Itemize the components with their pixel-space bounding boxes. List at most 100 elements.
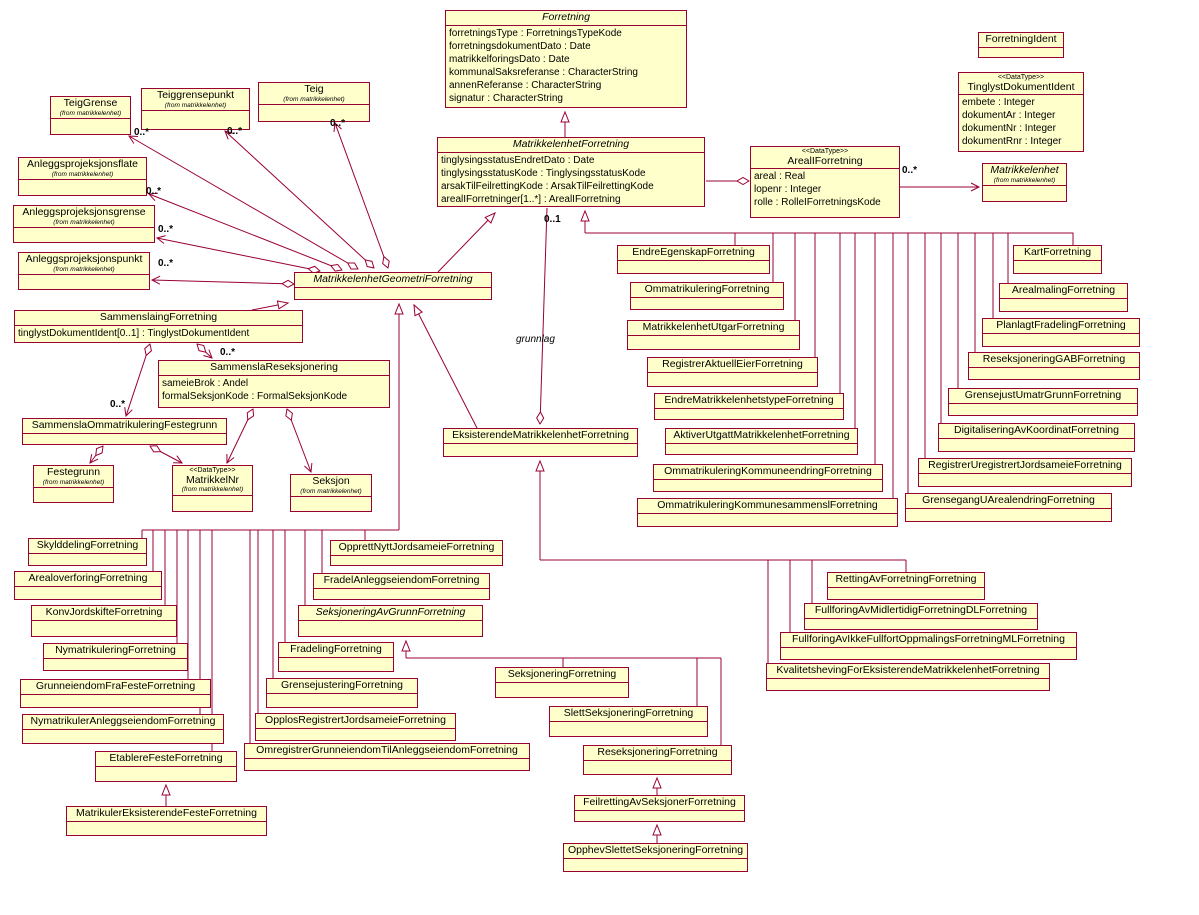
empty-compartment bbox=[14, 226, 154, 242]
attribute: matrikkelforingsDato : Date bbox=[449, 53, 570, 65]
class-name: TeigGrense bbox=[63, 97, 118, 109]
stereotype-label: <<DataType>> bbox=[801, 148, 849, 155]
class-name: Teig bbox=[304, 83, 324, 95]
class-title: OpphevSlettetSeksjoneringForretning bbox=[564, 844, 747, 858]
multiplicity-label: 0..* bbox=[158, 258, 174, 269]
empty-compartment bbox=[969, 366, 1139, 379]
empty-compartment bbox=[44, 657, 187, 670]
class-SammenslaOmmatrikuleringFestegrunn[interactable]: SammenslaOmmatrikuleringFestegrunn bbox=[22, 418, 227, 445]
class-title: Anleggsprojeksjonspunkt(from matrikkelen… bbox=[19, 253, 149, 274]
class-SeksjoneringForretning[interactable]: SeksjoneringForretning bbox=[495, 667, 629, 698]
class-name: MatrikkelenhetGeometriForretning bbox=[313, 273, 473, 285]
empty-compartment bbox=[256, 727, 455, 740]
class-name: ArealoverforingForretning bbox=[28, 572, 148, 584]
class-MatrikulerEksisterendeFesteForretning[interactable]: MatrikulerEksisterendeFesteForretning bbox=[66, 806, 267, 836]
class-RegistrerAktuellEierForretning[interactable]: RegistrerAktuellEierForretning bbox=[647, 357, 818, 387]
class-NymatrikuleringForretning[interactable]: NymatrikuleringForretning bbox=[43, 643, 188, 671]
class-RegistrerUregistrertJordsameieForretning[interactable]: RegistrerUregistrertJordsameieForretning bbox=[918, 458, 1132, 487]
class-DigitaliseringAvKoordinatForretning[interactable]: DigitaliseringAvKoordinatForretning bbox=[938, 423, 1135, 452]
class-AktiverUtgattMatrikkelenhetForretning[interactable]: AktiverUtgattMatrikkelenhetForretning bbox=[665, 428, 858, 455]
class-KonvJordskifteForretning[interactable]: KonvJordskifteForretning bbox=[31, 605, 177, 637]
class-Teiggrensepunkt[interactable]: Teiggrensepunkt(from matrikkelenhet) bbox=[141, 88, 250, 130]
class-name: EndreEgenskapForretning bbox=[632, 246, 755, 258]
class-Seksjon[interactable]: Seksjon(from matrikkelenhet) bbox=[290, 474, 372, 512]
class-OmregistrerGrunneiendomTilAnleggseiendomForretning[interactable]: OmregistrerGrunneiendomTilAnleggseiendom… bbox=[244, 743, 530, 771]
class-ArealmalingForretning[interactable]: ArealmalingForretning bbox=[999, 283, 1128, 312]
class-MatrikkelenhetUtgarForretning[interactable]: MatrikkelenhetUtgarForretning bbox=[627, 320, 800, 350]
class-name: PlanlagtFradelingForretning bbox=[996, 319, 1126, 331]
attribute: rolle : RolleIForretningsKode bbox=[754, 197, 881, 209]
class-TeigGrense[interactable]: TeigGrense(from matrikkelenhet) bbox=[50, 96, 131, 135]
class-name: Seksjon bbox=[312, 475, 350, 487]
empty-compartment bbox=[19, 178, 146, 195]
class-OmmatrikuleringForretning[interactable]: OmmatrikuleringForretning bbox=[630, 282, 784, 310]
multiplicity-label: 0..* bbox=[227, 126, 243, 137]
class-GrensejustUmatrGrunnForretning[interactable]: GrensejustUmatrGrunnForretning bbox=[948, 388, 1138, 416]
class-OpphevSlettetSeksjoneringForretning[interactable]: OpphevSlettetSeksjoneringForretning bbox=[563, 843, 748, 872]
class-Teig[interactable]: Teig(from matrikkelenhet) bbox=[258, 82, 370, 122]
class-name: RegistrerAktuellEierForretning bbox=[662, 358, 803, 370]
class-FradelingForretning[interactable]: FradelingForretning bbox=[278, 642, 394, 672]
class-Matrikkelenhet[interactable]: Matrikkelenhet(from matrikkelenhet) bbox=[982, 163, 1067, 202]
class-title: RegistrerAktuellEierForretning bbox=[648, 358, 817, 372]
agg-sammenslareseksjonering-matrikkelnr bbox=[227, 409, 253, 463]
class-RettingAvForretningForretning[interactable]: RettingAvForretningForretning bbox=[827, 572, 985, 600]
class-Anleggsprojeksjonsflate[interactable]: Anleggsprojeksjonsflate(from matrikkelen… bbox=[18, 157, 147, 196]
multiplicity-label: 0..* bbox=[158, 224, 174, 235]
class-SlettSeksjoneringForretning[interactable]: SlettSeksjoneringForretning bbox=[549, 706, 708, 737]
class-MatrikkelenhetGeometriForretning[interactable]: MatrikkelenhetGeometriForretning bbox=[294, 272, 492, 300]
attribute: dokumentNr : Integer bbox=[962, 123, 1056, 135]
stereotype-label: <<DataType>> bbox=[997, 74, 1045, 81]
class-GrensegangUArealendringForretning[interactable]: GrensegangUArealendringForretning bbox=[905, 493, 1112, 522]
class-EndreMatrikkelenhetstypeForretning[interactable]: EndreMatrikkelenhetstypeForretning bbox=[654, 393, 844, 420]
class-ArealoverforingForretning[interactable]: ArealoverforingForretning bbox=[14, 571, 162, 600]
class-title: ArealoverforingForretning bbox=[15, 572, 161, 586]
class-FradelAnleggseiendomForretning[interactable]: FradelAnleggseiendomForretning bbox=[313, 573, 490, 600]
class-GrensejusteringForretning[interactable]: GrensejusteringForretning bbox=[266, 678, 418, 708]
class-KvalitetshevingForEksisterendeMatrikkelenhetForretning[interactable]: KvalitetshevingForEksisterendeMatrikkele… bbox=[766, 663, 1050, 691]
empty-compartment bbox=[628, 334, 799, 349]
class-SkylddelingForretning[interactable]: SkylddelingForretning bbox=[28, 538, 147, 566]
agg-sammenslaommatrikulering-matrikkelnr bbox=[150, 446, 182, 463]
agg-mgf-teiggrensepunkt bbox=[225, 131, 374, 268]
class-KartForretning[interactable]: KartForretning bbox=[1013, 245, 1102, 274]
class-Anleggsprojeksjonspunkt[interactable]: Anleggsprojeksjonspunkt(from matrikkelen… bbox=[18, 252, 150, 290]
class-OmmatrikuleringKommunesammenslForretning[interactable]: OmmatrikuleringKommunesammenslForretning bbox=[637, 498, 898, 527]
class-OmmatrikuleringKommuneendringForretning[interactable]: OmmatrikuleringKommuneendringForretning bbox=[653, 464, 883, 492]
class-SeksjoneringAvGrunnForretning[interactable]: SeksjoneringAvGrunnForretning bbox=[298, 605, 483, 637]
class-PlanlagtFradelingForretning[interactable]: PlanlagtFradelingForretning bbox=[982, 318, 1140, 347]
class-FullforingAvIkkeFullfortOppmalingsForretningMLForretning[interactable]: FullforingAvIkkeFullfortOppmalingsForret… bbox=[780, 632, 1077, 660]
class-EksisterendeMatrikkelenhetForretning[interactable]: EksisterendeMatrikkelenhetForretning bbox=[443, 428, 638, 457]
class-EndreEgenskapForretning[interactable]: EndreEgenskapForretning bbox=[617, 245, 770, 274]
class-OpplosRegistrertJordsameieForretning[interactable]: OpplosRegistrertJordsameieForretning bbox=[255, 713, 456, 741]
class-FeilrettingAvSeksjonerForretning[interactable]: FeilrettingAvSeksjonerForretning bbox=[574, 795, 745, 822]
class-name: ReseksjoneringForretning bbox=[597, 746, 718, 758]
class-name: NymatrikuleringForretning bbox=[55, 644, 176, 656]
class-OpprettNyttJordsameieForretning[interactable]: OpprettNyttJordsameieForretning bbox=[330, 540, 503, 566]
empty-compartment bbox=[983, 184, 1066, 201]
class-name: OmregistrerGrunneiendomTilAnleggseiendom… bbox=[256, 744, 518, 756]
class-ForretningIdent[interactable]: ForretningIdent bbox=[978, 32, 1064, 58]
class-ReseksjoneringForretning[interactable]: ReseksjoneringForretning bbox=[583, 745, 732, 775]
class-title: SlettSeksjoneringForretning bbox=[550, 707, 707, 721]
class-MatrikkelNr[interactable]: <<DataType>>MatrikkelNr(from matrikkelen… bbox=[172, 465, 253, 512]
class-NymatrikulerAnleggseiendomForretning[interactable]: NymatrikulerAnleggseiendomForretning bbox=[22, 714, 224, 744]
class-FullforingAvMidlertidigForretningDLForretning[interactable]: FullforingAvMidlertidigForretningDLForre… bbox=[804, 603, 1038, 630]
class-name: AktiverUtgattMatrikkelenhetForretning bbox=[673, 429, 850, 441]
empty-compartment bbox=[32, 619, 176, 636]
class-EtablereFesteForretning[interactable]: EtablereFesteForretning bbox=[95, 751, 237, 782]
class-Anleggsprojeksjonsgrense[interactable]: Anleggsprojeksjonsgrense(from matrikkele… bbox=[13, 205, 155, 243]
class-title: MatrikkelenhetGeometriForretning bbox=[295, 273, 491, 287]
class-title: GrunneiendomFraFesteForretning bbox=[21, 680, 210, 694]
class-GrunneiendomFraFesteForretning[interactable]: GrunneiendomFraFesteForretning bbox=[20, 679, 211, 708]
class-ReseksjoneringGABForretning[interactable]: ReseksjoneringGABForretning bbox=[968, 352, 1140, 380]
empty-compartment bbox=[631, 296, 783, 309]
class-Festegrunn[interactable]: Festegrunn(from matrikkelenhet) bbox=[33, 465, 114, 503]
